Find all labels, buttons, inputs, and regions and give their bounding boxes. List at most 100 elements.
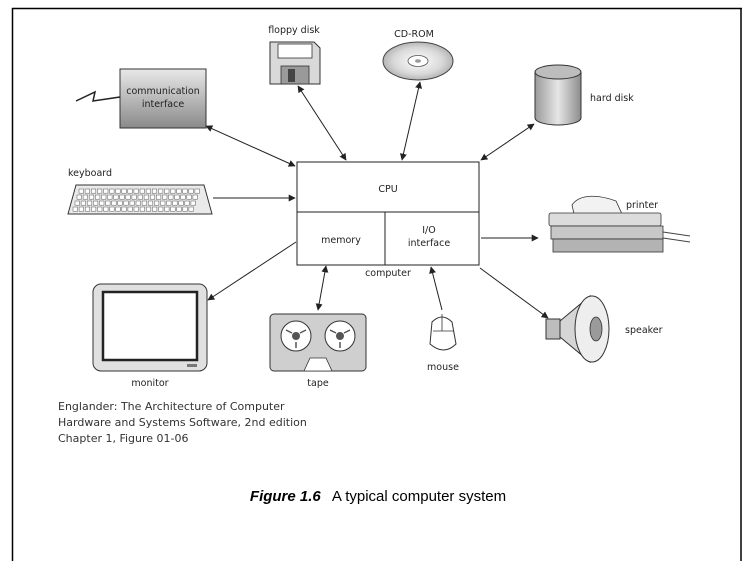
keyboard-key [115, 206, 121, 212]
keyboard-key [186, 194, 192, 200]
keyboard-device: keyboard [67, 168, 213, 215]
keyboard-key [103, 206, 109, 212]
tape-hub-left [292, 332, 300, 340]
keyboard-label: keyboard [68, 168, 112, 179]
printer-middle [550, 225, 664, 240]
hard-disk-top [534, 64, 582, 80]
printer-cable [662, 231, 691, 243]
credit-line1: Englander: The Architecture of Computer [58, 400, 285, 413]
keyboard-key [72, 206, 78, 212]
figure-caption: Figure 1.6 A typical computer system [250, 486, 506, 505]
arrow-floppy [297, 85, 347, 161]
memory-label: memory [321, 235, 361, 246]
keyboard-key [143, 194, 149, 200]
keyboard-key [170, 206, 176, 212]
speaker-device: speaker [545, 294, 663, 364]
keyboard-key [133, 206, 139, 212]
tape-head [303, 357, 333, 372]
hard-disk-label: hard disk [590, 93, 634, 104]
communication-label-line1: communication [126, 86, 199, 97]
arrow-monitor [207, 241, 297, 301]
keyboard-key [172, 200, 178, 206]
cdrom-label: CD-ROM [394, 29, 434, 40]
keyboard-key [147, 200, 154, 206]
keyboard-key [99, 200, 105, 206]
credit-line3: Chapter 1, Figure 01-06 [58, 432, 189, 445]
keyboard-key [109, 188, 115, 194]
keyboard-key [164, 188, 170, 194]
keyboard-key [109, 206, 115, 212]
keyboard-key [190, 200, 196, 206]
printer-paper-icon [571, 195, 623, 215]
keyboard-key [178, 200, 184, 206]
speaker-dust-cap [589, 316, 603, 342]
keyboard-key [182, 206, 188, 212]
arrow-cdrom [400, 81, 422, 161]
keyboard-key [90, 188, 97, 194]
keyboard-key [149, 194, 156, 200]
keyboard-key [176, 188, 182, 194]
keyboard-key [133, 188, 139, 194]
arrow-hard-disk [480, 123, 535, 161]
keyboard-key [154, 200, 160, 206]
keyboard-key [160, 200, 166, 206]
keyboard-key [129, 200, 135, 206]
communication-label-line2: interface [142, 99, 185, 110]
tape-reel-spokes [285, 329, 351, 348]
connection-arrows [205, 81, 549, 319]
keyboard-key [113, 194, 119, 200]
keyboard-key [135, 200, 141, 206]
keyboard-key [117, 200, 123, 206]
keyboard-keys [72, 188, 200, 212]
computer-label: computer [365, 268, 411, 279]
hard-disk-icon [534, 71, 582, 126]
mouse-device: mouse [427, 314, 459, 373]
keyboard-key [131, 194, 137, 200]
tape-hub-right [336, 332, 344, 340]
keyboard-key [91, 206, 97, 212]
keyboard-key [115, 188, 121, 194]
keyboard-key [176, 206, 182, 212]
printer-base [552, 238, 664, 253]
keyboard-key [184, 200, 190, 206]
monitor-button [187, 364, 197, 367]
keyboard-key [170, 188, 176, 194]
keyboard-key [141, 200, 147, 206]
mouse-icon [429, 316, 457, 351]
printer-device: printer [548, 195, 691, 253]
cpu-label: CPU [378, 184, 397, 195]
communication-interface-device: communication interface [75, 68, 207, 129]
keyboard-key [174, 194, 180, 200]
monitor-device: monitor [92, 283, 208, 389]
io-label-line1: I/O [422, 225, 435, 236]
keyboard-key [188, 206, 194, 212]
keyboard-key [127, 206, 133, 212]
keyboard-key [86, 200, 93, 206]
keyboard-key [139, 206, 145, 212]
cdrom-device: CD-ROM [382, 29, 454, 81]
keyboard-key [93, 200, 99, 206]
keyboard-key [97, 206, 103, 212]
keyboard-key [95, 194, 101, 200]
keyboard-key [76, 194, 82, 200]
credit-line2: Hardware and Systems Software, 2nd editi… [58, 416, 307, 429]
keyboard-key [139, 188, 145, 194]
keyboard-key [166, 200, 172, 206]
keyboard-key [121, 206, 127, 212]
floppy-label-area [277, 43, 313, 59]
communication-box [119, 68, 207, 129]
keyboard-key [111, 200, 117, 206]
keyboard-key [82, 194, 88, 200]
keyboard-key [151, 188, 158, 194]
cpu-box [296, 161, 480, 266]
keyboard-key [97, 188, 103, 194]
keyboard-key [164, 206, 170, 212]
keyboard-key [156, 194, 162, 200]
monitor-screen [101, 290, 199, 362]
keyboard-key [123, 200, 129, 206]
monitor-label: monitor [131, 378, 168, 389]
caption-number: Figure 1.6 [250, 488, 322, 505]
arrow-tape [315, 265, 329, 311]
floppy-shutter-slot [288, 69, 295, 82]
keyboard-key [158, 206, 164, 212]
